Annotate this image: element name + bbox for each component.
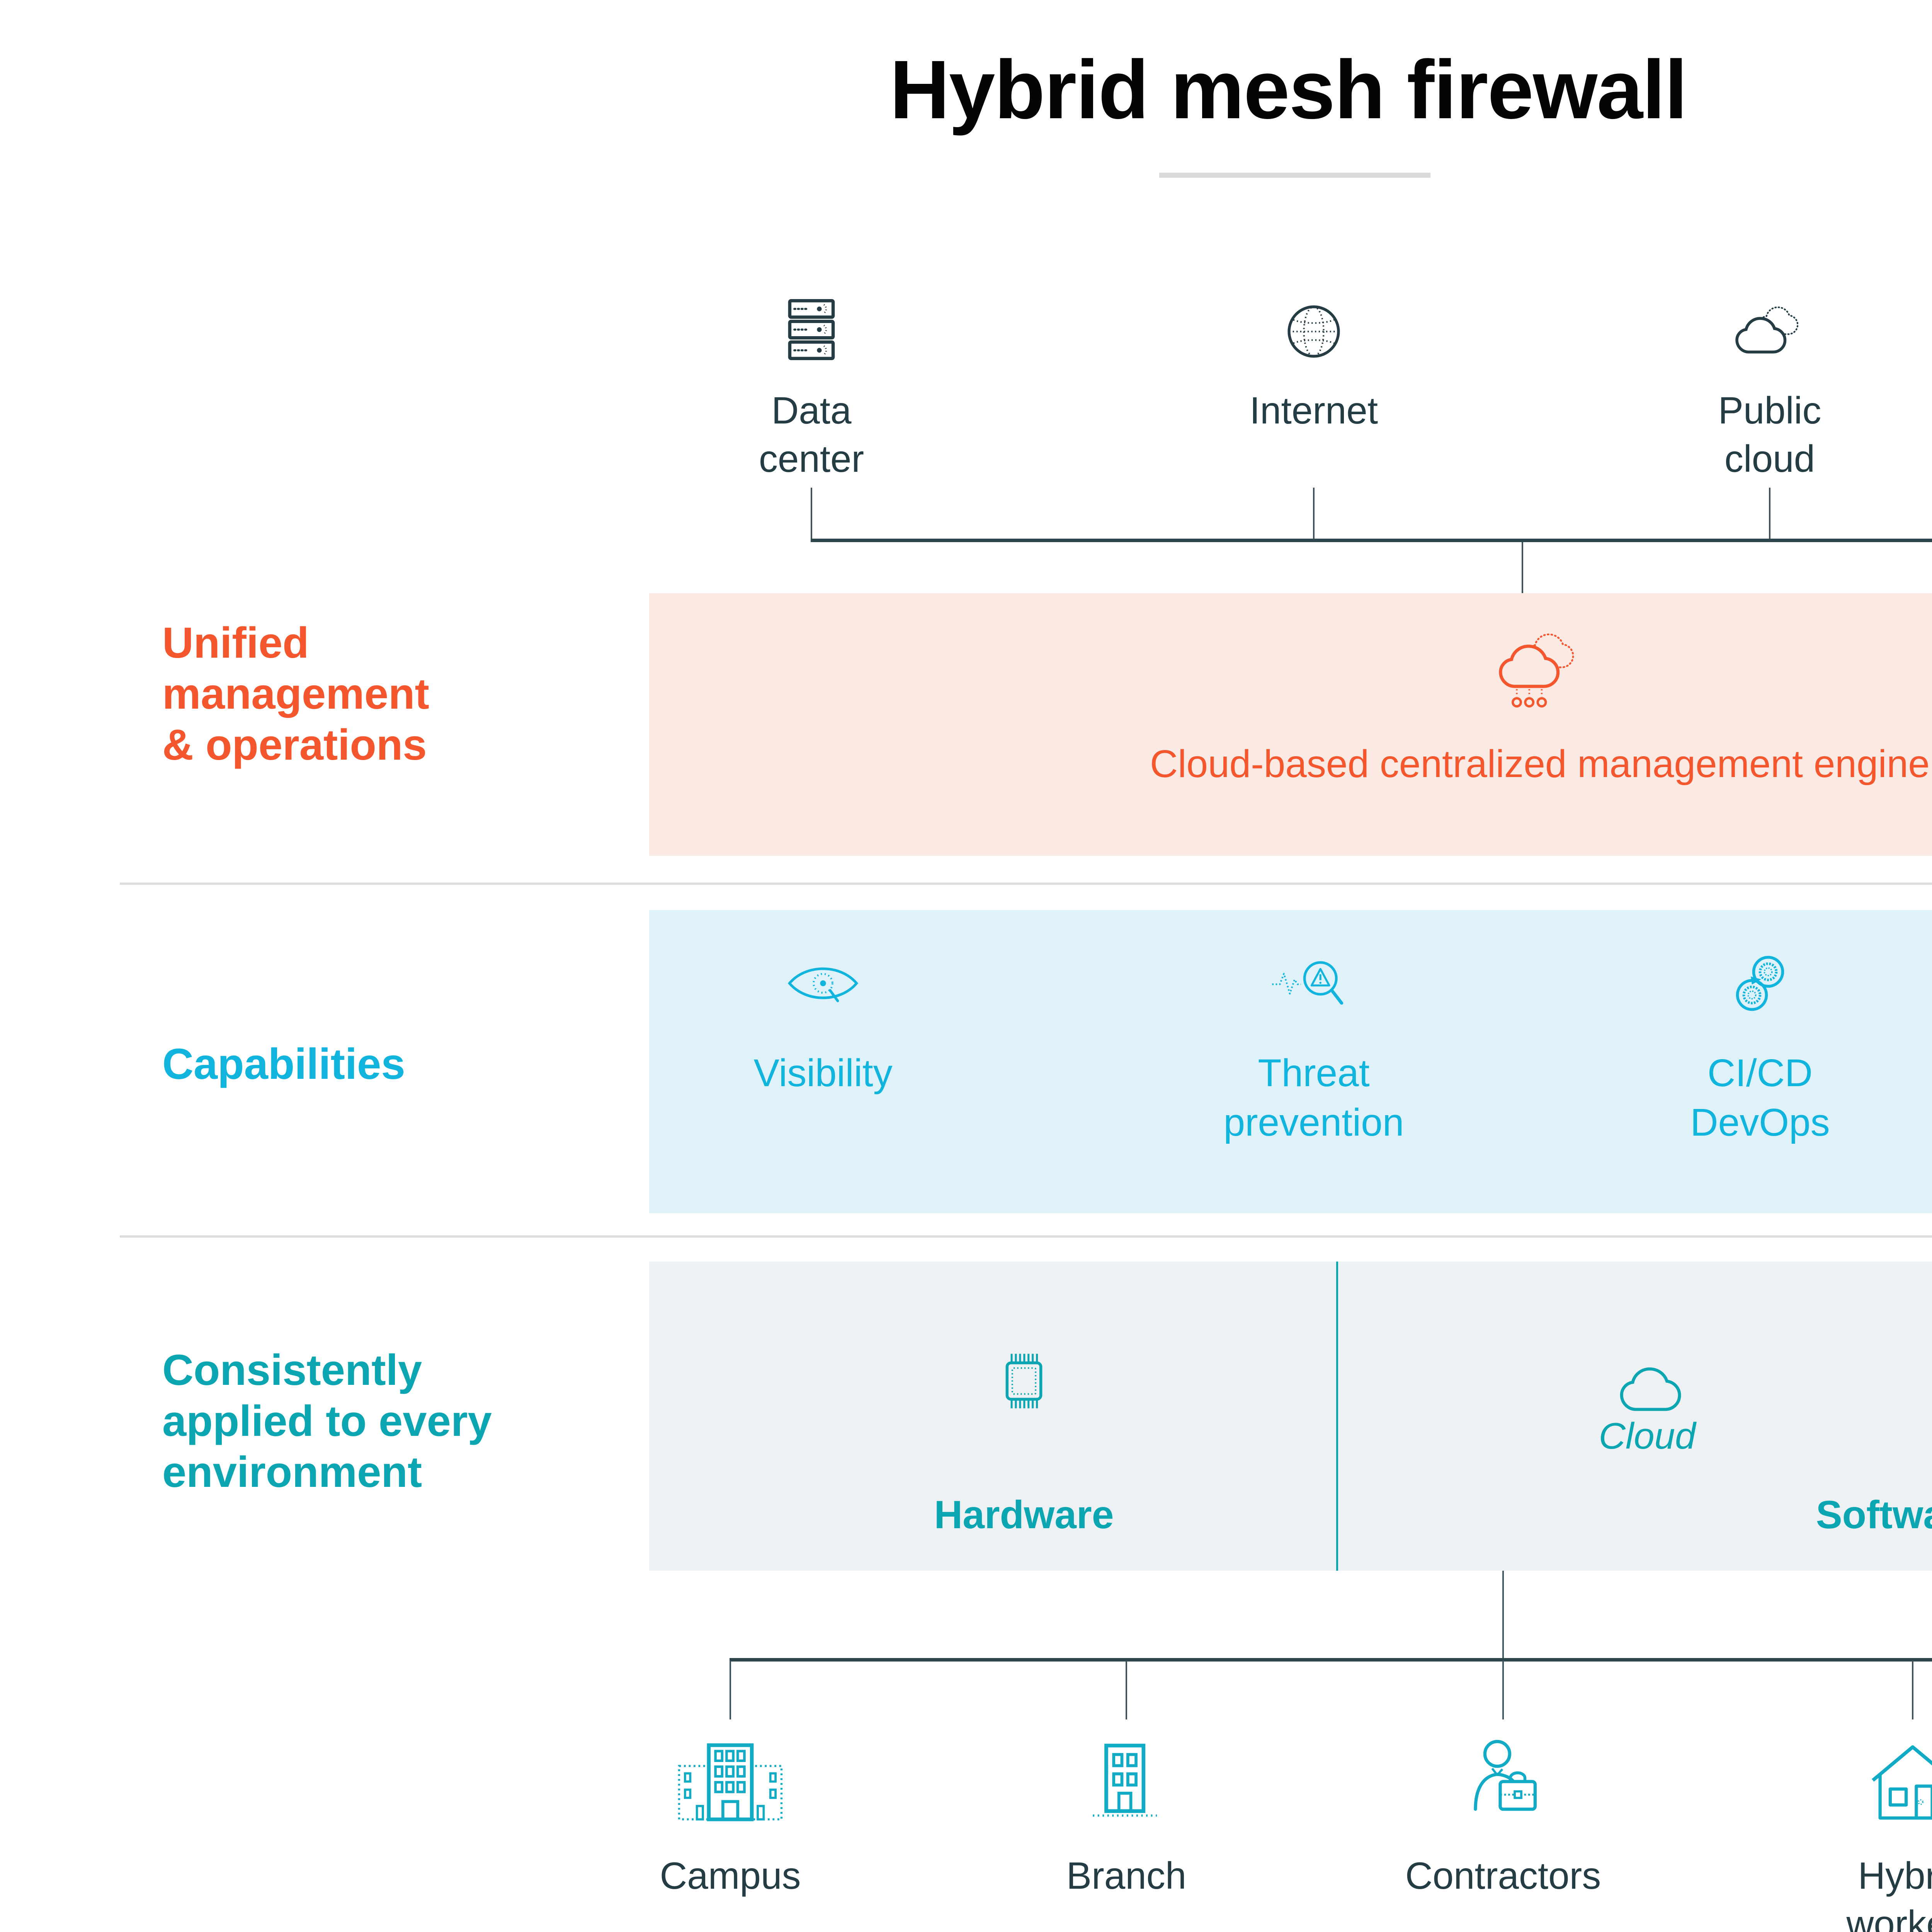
software-cloud-label: Cloud (1599, 1415, 1696, 1457)
connector-bottom-stem (1502, 1571, 1504, 1660)
bottom-node-branch: Branch (972, 1729, 1281, 1900)
bottom-node-label: Campus (660, 1854, 801, 1897)
cicd-gears-loop-icon (1736, 956, 1784, 1011)
bottom-node-label: Hybrid workers (1846, 1854, 1932, 1932)
branch-building-icon (1093, 1743, 1157, 1817)
hardware-icon-wrap (954, 1349, 1094, 1420)
page-title: Hybrid mesh firewall (889, 43, 1688, 136)
capabilities-box (649, 910, 1932, 1213)
top-node-label: Public cloud (1718, 389, 1821, 480)
side-label-unified-management: Unified management & operations (162, 619, 429, 769)
hardware-software-divider (1336, 1262, 1338, 1571)
server-stack-icon (788, 299, 835, 361)
chip-icon (1005, 1354, 1043, 1408)
capability-label: CI/CD DevOps (1690, 1051, 1830, 1144)
bottom-node-contractors: Contractors (1349, 1729, 1658, 1900)
management-engine-box: Cloud-based centralized management engin… (649, 593, 1932, 856)
software-label: Software (1816, 1493, 1932, 1537)
connector-drop-hybrid-workers (1912, 1661, 1913, 1719)
bottom-node-campus: Campus (576, 1729, 885, 1900)
connector-bottom-bar (730, 1658, 1932, 1662)
top-node-data-center: Data center (676, 297, 947, 483)
visibility-eye-icon (787, 967, 859, 1002)
row-divider-2 (120, 1235, 1932, 1238)
software-cloud-icon-wrap (1578, 1365, 1717, 1415)
top-node-label: Internet (1249, 389, 1378, 432)
capability-threat-prevention: Threat prevention (1140, 945, 1488, 1147)
connector-top-stem (1522, 542, 1523, 593)
bottom-node-label: Branch (1066, 1854, 1187, 1897)
engine-label: Cloud-based centralized management engin… (1150, 742, 1930, 786)
public-cloud-icon (1735, 306, 1798, 354)
bottom-node-hybrid-workers: Hybrid workers (1758, 1729, 1932, 1932)
threat-prevention-magnifier-icon (1272, 961, 1343, 1005)
contractor-person-icon (1474, 1740, 1537, 1811)
top-node-label: Data center (759, 389, 864, 480)
connector-drop-campus (730, 1661, 731, 1719)
connector-top-bar (811, 539, 1932, 542)
side-label-capabilities: Capabilities (162, 1040, 405, 1088)
title-underline (1159, 173, 1430, 178)
connector-drop-branch (1126, 1661, 1127, 1719)
row-divider-1 (120, 883, 1932, 885)
globe-icon (1287, 305, 1340, 358)
environment-box (649, 1262, 1932, 1571)
connector-vline-public-cloud (1769, 488, 1770, 539)
management-cloud-icon (1498, 633, 1574, 707)
side-label-environment: Consistently applied to every environmen… (162, 1346, 492, 1497)
hardware-label: Hardware (934, 1493, 1114, 1537)
capability-label: Threat prevention (1223, 1051, 1404, 1144)
connector-vline-data-center (811, 488, 812, 539)
top-node-public-cloud: Public cloud (1634, 297, 1905, 483)
bottom-node-label: Contractors (1405, 1854, 1601, 1897)
campus-building-icon (678, 1743, 783, 1821)
connector-vline-internet (1313, 488, 1315, 539)
capability-label: Visibility (753, 1051, 893, 1095)
capability-visibility: Visibility (649, 945, 997, 1098)
top-node-internet: Internet (1179, 297, 1449, 435)
home-icon (1871, 1745, 1932, 1820)
capability-cicd-devops: CI/CD DevOps (1586, 945, 1932, 1147)
connector-drop-contractors (1502, 1661, 1504, 1719)
software-cloud-icon (1620, 1367, 1681, 1411)
